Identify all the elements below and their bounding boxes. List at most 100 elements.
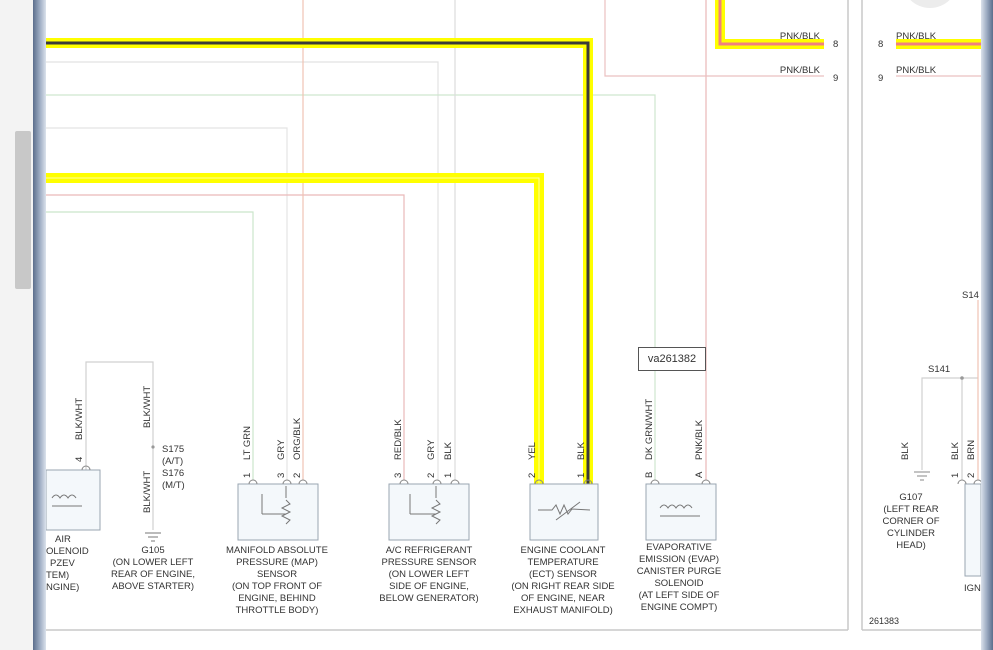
wire-label: LT GRN: [242, 426, 253, 460]
component-caption: (ON TOP FRONT OF: [232, 581, 322, 592]
wire-label: PNK/BLK: [694, 419, 705, 460]
pin-number: 1: [950, 473, 961, 478]
wire-pink: [604, 0, 824, 77]
component-caption: (ECT) SENSOR: [529, 569, 597, 580]
pin-number: 2: [527, 473, 538, 478]
pin-number: 2: [292, 473, 303, 478]
wire-label: BLK/WHT: [142, 471, 153, 513]
component-caption: NGINE): [46, 582, 79, 593]
wire-gray: [85, 361, 154, 470]
splice-label: S175: [162, 444, 184, 455]
component-caption: EVAPORATIVE: [646, 542, 712, 553]
resistor-symbol: [261, 486, 292, 525]
pin-number: 9: [833, 73, 838, 84]
component-caption: ENGINE COMPT): [641, 602, 718, 613]
wire-label: PNK/BLK: [780, 65, 821, 76]
component-caption: (LEFT REAR: [883, 504, 938, 515]
ground-symbol: [914, 471, 930, 481]
pin-number: 2: [426, 473, 437, 478]
component-caption: G105: [141, 545, 164, 556]
component-caption: EMISSION (EVAP): [639, 554, 719, 565]
panel-left-edge: [33, 0, 46, 650]
wire-label: PNK/BLK: [780, 31, 821, 42]
pin-number: 2: [966, 473, 977, 478]
wire-label: DK GRN/WHT: [644, 399, 655, 460]
wire-label: BRN: [966, 440, 977, 460]
component-caption: HEAD): [896, 540, 926, 551]
component-ac-pressure-sensor: [388, 483, 470, 541]
wire-label: YEL: [527, 442, 538, 460]
component-caption: SOLENOID: [654, 578, 703, 589]
component-caption: TEM): [46, 570, 69, 581]
component-caption: (ON LOWER LEFT: [389, 569, 470, 580]
wire-label: BLK: [443, 441, 454, 460]
figure-id: 261383: [869, 616, 899, 626]
pin-number: 8: [833, 39, 838, 50]
component-ect-sensor: [529, 483, 599, 541]
ground-symbol: [145, 532, 161, 542]
component-caption: CYLINDER: [887, 528, 935, 539]
wire-gray: [46, 127, 288, 480]
splice-note: (M/T): [162, 480, 185, 491]
component-air-solenoid: [46, 469, 101, 531]
resistor-symbol: [409, 486, 442, 525]
component-caption: PRESSURE SENSOR: [381, 557, 476, 568]
component-map-sensor: [237, 483, 319, 541]
scrollbar-track[interactable]: [0, 0, 33, 650]
wire-label: BLK: [900, 441, 911, 460]
component-caption: ENGINE COOLANT: [521, 545, 606, 556]
wiring-diagram: PNK/BLK 8 PNK/BLK 9 8 PNK/BLK 9 PNK/BLK …: [46, 0, 981, 631]
pin-number: 3: [276, 473, 287, 478]
pin-number: 1: [576, 473, 587, 478]
component-caption: SIDE OF ENGINE,: [389, 581, 469, 592]
pin-number: B: [644, 472, 655, 478]
wire-label: BLK/WHT: [74, 398, 85, 440]
component-caption: (ON LOWER LEFT: [113, 557, 194, 568]
wire-label: GRY: [276, 439, 287, 460]
wire-blk-core: [46, 41, 590, 484]
pin-number: 4: [74, 457, 85, 462]
wire-label: BLK/WHT: [142, 386, 153, 428]
wire-green: [46, 94, 656, 480]
component-caption: EXHAUST MANIFOLD): [513, 605, 613, 616]
wire-label: PNK/BLK: [896, 31, 937, 42]
solenoid-symbol: [659, 504, 700, 517]
coil-symbol: [51, 494, 82, 507]
wire-gray: [921, 377, 978, 470]
component-caption: (ON RIGHT REAR SIDE: [511, 581, 614, 592]
pin-number: A: [694, 471, 705, 478]
thermistor-symbol: [538, 501, 591, 521]
wire-label: ORG/BLK: [292, 417, 303, 460]
wire-gray: [46, 61, 439, 480]
wire-label: GRY: [426, 439, 437, 460]
wire-yel-core: [46, 177, 540, 484]
pin-terminal: [81, 465, 981, 485]
wire-label: RED/BLK: [393, 419, 404, 460]
splice-label: S176: [162, 468, 184, 479]
pin-number: 3: [393, 473, 404, 478]
pin-number: 8: [878, 39, 883, 50]
splice-dot: [960, 376, 964, 380]
splice-note: (A/T): [162, 456, 183, 467]
component-caption: CORNER OF: [883, 516, 940, 527]
connector-circle: [910, 0, 950, 8]
component-ign-coil: [964, 483, 981, 577]
pin-number: 1: [242, 473, 253, 478]
component-caption: ENGINE, BEHIND: [238, 593, 316, 604]
wire-blk-highlight: [46, 38, 593, 484]
wire-pink: [46, 194, 405, 480]
splice-dot: [151, 445, 155, 449]
pin-number: 9: [878, 73, 883, 84]
component-evap-solenoid: [645, 483, 717, 541]
component-caption: THROTTLE BODY): [236, 605, 319, 616]
component-caption: IGN: [964, 583, 981, 594]
component-caption: PZEV: [50, 558, 75, 569]
splice-label: S141: [928, 364, 950, 375]
component-caption: (AT LEFT SIDE OF: [639, 590, 720, 601]
scrollbar-thumb[interactable]: [15, 131, 31, 289]
splice-label: S14: [962, 290, 979, 301]
component-caption: REAR OF ENGINE,: [111, 569, 195, 580]
component-caption: MANIFOLD ABSOLUTE: [226, 545, 328, 556]
component-caption: A/C REFRIGERANT: [386, 545, 473, 556]
wire-label: PNK/BLK: [896, 65, 937, 76]
